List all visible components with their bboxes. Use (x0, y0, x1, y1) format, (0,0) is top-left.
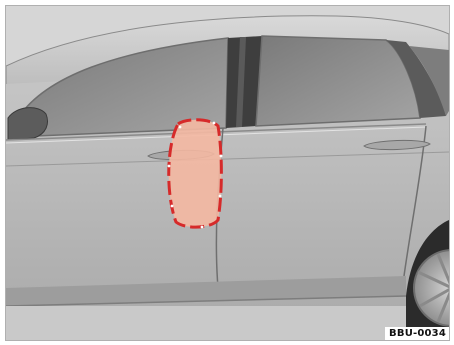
ground-area (6, 306, 406, 340)
side-airbag-deployment-area (169, 120, 222, 227)
car-side-illustration: BBU-0034 (5, 5, 450, 341)
car-side-drawing (6, 6, 449, 340)
figure-reference-code: BBU-0034 (385, 327, 449, 340)
